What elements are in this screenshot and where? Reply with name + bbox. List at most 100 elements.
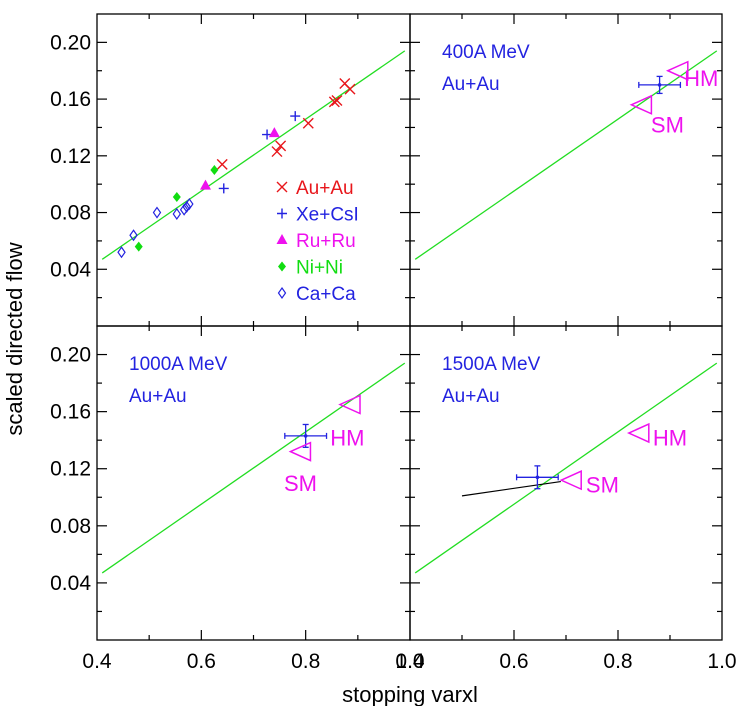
- model-triangle-marker: [559, 469, 582, 491]
- legend-label: Xe+CsI: [296, 205, 359, 226]
- annotation-sm: SM: [559, 469, 619, 497]
- panel-title: 1500A MeV: [442, 354, 541, 375]
- annotation-hm: HM: [626, 422, 687, 450]
- panel-subtitle: Au+Au: [442, 386, 500, 407]
- panel-title: 400A MeV: [442, 42, 530, 63]
- legend-marker: [277, 286, 287, 300]
- model-label: HM: [330, 425, 364, 450]
- ticks: [410, 326, 722, 640]
- data-point: [268, 127, 280, 138]
- legend-marker: [278, 261, 286, 272]
- data-point: [200, 179, 212, 190]
- ticks: [97, 326, 410, 640]
- measured-point: [638, 75, 682, 95]
- x-tick-label: 0.4: [395, 650, 425, 673]
- measured-point: [284, 423, 328, 448]
- data-point: [331, 95, 343, 107]
- model-label: HM: [653, 425, 687, 450]
- data-point: [271, 146, 283, 158]
- y-tick-label: 0.20: [50, 344, 91, 367]
- annotation-hm: HM: [665, 60, 718, 91]
- series-ca-ca: [117, 197, 194, 259]
- axes-labels-layer: scaled directed flow stopping varxl: [2, 242, 478, 706]
- measured-point: [515, 465, 559, 490]
- model-line: [461, 480, 561, 497]
- panel-title: 1000A MeV: [129, 354, 228, 375]
- data-point: [344, 83, 356, 95]
- model-label: SM: [586, 472, 619, 497]
- x-axis-label: stopping varxl: [342, 682, 478, 706]
- fit-line: [414, 362, 718, 574]
- y-axis-label: scaled directed flow: [2, 242, 27, 435]
- data-point: [218, 183, 229, 194]
- x-tick-label: 0.6: [499, 650, 528, 673]
- panels-layer: 0.040.080.120.160.20Au+AuXe+CsIRu+RuNi+N…: [50, 13, 737, 673]
- data-point: [275, 140, 287, 152]
- point-marker: [657, 83, 662, 87]
- y-tick-label: 0.12: [50, 145, 91, 168]
- model-label: HM: [684, 66, 718, 91]
- x-tick-label: 1.0: [395, 650, 424, 673]
- x-tick-label: 0.8: [603, 650, 632, 673]
- y-tick-label: 0.12: [50, 458, 91, 481]
- data-point: [328, 96, 340, 108]
- data-point: [179, 203, 189, 216]
- legend-label: Ca+Ca: [296, 284, 356, 305]
- model-label: SM: [284, 471, 317, 496]
- data-point: [129, 229, 138, 242]
- y-tick-label: 0.20: [50, 31, 91, 54]
- ticks: [410, 14, 722, 326]
- y-tick-label: 0.04: [50, 258, 91, 281]
- legend-marker: [276, 234, 288, 244]
- x-tick-label: 0.4: [82, 650, 112, 673]
- annotation-sm: SM: [629, 94, 684, 138]
- y-tick-label: 0.16: [50, 401, 91, 424]
- panel-subtitle: Au+Au: [442, 74, 500, 95]
- legend-label: Au+Au: [296, 178, 354, 199]
- model-triangle-marker: [665, 60, 689, 81]
- model-triangle-marker: [629, 94, 653, 115]
- legend-label: Ni+Ni: [296, 258, 343, 279]
- x-tick-label: 1.0: [707, 650, 736, 673]
- data-point: [185, 197, 194, 211]
- model-triangle-marker: [626, 422, 650, 444]
- point-marker: [535, 475, 540, 480]
- panel-subtitle: Au+Au: [129, 386, 187, 407]
- annotation-hm: HM: [330, 394, 365, 450]
- data-point: [182, 200, 191, 213]
- annotation-sm: SM: [284, 441, 317, 496]
- series-au-au: [216, 77, 356, 170]
- y-tick-label: 0.16: [50, 88, 91, 111]
- y-tick-label: 0.08: [50, 202, 91, 225]
- data-point: [152, 206, 162, 219]
- x-tick-label: 0.8: [291, 650, 320, 673]
- legend-marker: [277, 208, 287, 219]
- data-point: [210, 165, 219, 175]
- x-tick-label: 0.6: [187, 650, 216, 673]
- legend-marker: [276, 181, 288, 193]
- series-ru-ru: [200, 127, 280, 190]
- ticks: [97, 14, 410, 326]
- data-point: [216, 158, 228, 170]
- model-label: SM: [651, 113, 684, 138]
- fit-line: [414, 50, 718, 260]
- y-tick-label: 0.04: [50, 572, 91, 595]
- data-point: [290, 111, 301, 122]
- model-triangle-marker: [288, 441, 312, 462]
- data-point: [172, 191, 181, 202]
- series-ni-ni: [134, 165, 219, 252]
- data-point: [134, 241, 143, 252]
- data-point: [117, 246, 126, 259]
- model-triangle-marker: [338, 394, 361, 415]
- data-point: [172, 207, 182, 221]
- series-xe-csi: [218, 111, 301, 194]
- legend-label: Ru+Ru: [296, 231, 356, 252]
- data-point: [302, 117, 314, 129]
- panel-frame: [96, 13, 411, 327]
